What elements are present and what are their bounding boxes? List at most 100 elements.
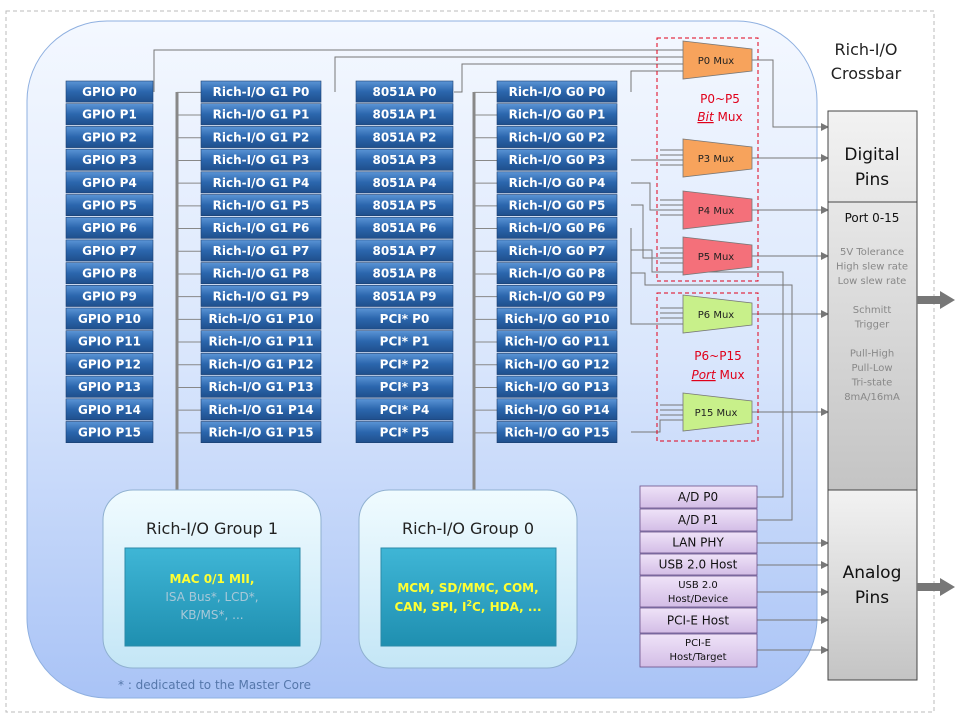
mux-label: P15 Mux	[695, 408, 738, 419]
pin-feature: Pull-Low	[851, 363, 892, 374]
g1-cell-label: Rich-I/O G1 P14	[208, 403, 313, 417]
port-mux-rest: Mux	[716, 368, 745, 382]
interface-box	[639, 633, 758, 668]
digital-pins-title-1: Digital	[844, 145, 899, 165]
g0-cell-label: Rich-I/O G0 P10	[504, 312, 609, 326]
mux-label: P6 Mux	[698, 310, 735, 321]
gpio-cell-label: GPIO P3	[82, 153, 137, 167]
a8051-cell-label: 8051A P6	[372, 221, 436, 235]
a8051-cell-label: 8051A P5	[372, 199, 436, 213]
g1-cell-box	[200, 375, 322, 398]
g0-cell-box	[496, 148, 618, 171]
footnote: * : dedicated to the Master Core	[118, 678, 311, 692]
group1-line2: ISA Bus*, LCD*,	[165, 590, 258, 604]
g0-cell-label: Rich-I/O G0 P3	[509, 153, 606, 167]
group1-line1: MAC 0/1 MII,	[170, 572, 255, 586]
pin-feature: Low slew rate	[838, 276, 907, 287]
group0-line2-a: CAN, SPI, I	[394, 600, 466, 614]
gpio-cell-label: GPIO P12	[78, 357, 141, 371]
g1-cell-label: Rich-I/O G1 P0	[213, 85, 310, 99]
bit-mux-label: Bit Mux	[697, 110, 742, 124]
mux-shape	[682, 40, 753, 80]
gpio-cell-box	[65, 307, 154, 330]
interface-label: PCI-E Host	[667, 614, 729, 628]
g0-cell-box	[496, 194, 618, 217]
gpio-cell-box	[65, 262, 154, 285]
analog-pins-title-1: Analog	[843, 563, 902, 583]
a8051-cell-box	[355, 148, 454, 171]
mux-label: P5 Mux	[698, 252, 735, 263]
g0-cell-box	[496, 330, 618, 353]
gpio-cell-label: GPIO P6	[82, 221, 137, 235]
g1-cell-box	[200, 307, 322, 330]
interface-label: PCI-E	[685, 638, 711, 649]
g1-cell-box	[200, 148, 322, 171]
gpio-cell-label: GPIO P15	[78, 426, 141, 440]
g1-cell-label: Rich-I/O G1 P9	[213, 289, 310, 303]
group0-line2-sup: 2	[466, 599, 472, 608]
g0-cell-box	[496, 421, 618, 444]
a8051-cell-label: PCI* P5	[380, 426, 430, 440]
outer-frame	[5, 10, 935, 713]
a8051-cell-label: PCI* P2	[380, 357, 430, 371]
gpio-cell-label: GPIO P5	[82, 199, 137, 213]
pin-feature: 5V Tolerance	[840, 247, 904, 258]
gpio-cell-box	[65, 148, 154, 171]
group0-inner	[380, 547, 557, 647]
mux-label: P3 Mux	[698, 154, 735, 165]
gpio-cell-box	[65, 194, 154, 217]
g1-cell-label: Rich-I/O G1 P10	[208, 312, 313, 326]
gpio-cell-box	[65, 421, 154, 444]
a8051-cell-label: 8051A P8	[372, 267, 436, 281]
g0-cell-box	[496, 126, 618, 148]
interface-box	[639, 508, 758, 532]
a8051-cell-label: PCI* P1	[380, 335, 430, 349]
gpio-cell-box	[65, 216, 154, 239]
g1-cell-label: Rich-I/O G1 P5	[213, 199, 310, 213]
g1-cell-box	[200, 330, 322, 353]
g1-cell-box	[200, 126, 322, 148]
g1-cell-box	[200, 103, 322, 126]
pin-feature: 8mA/16mA	[844, 392, 900, 403]
g0-cell-box	[496, 375, 618, 398]
g0-cell-box	[496, 262, 618, 285]
g0-cell-label: Rich-I/O G0 P5	[509, 199, 606, 213]
bit-mux-em: Bit	[697, 110, 715, 124]
port-mux-region	[656, 292, 759, 442]
a8051-cell-box	[355, 375, 454, 398]
g0-cell-box	[496, 239, 618, 262]
a8051-cell-box	[355, 194, 454, 217]
interface-label: Host/Target	[669, 652, 726, 663]
pin-feature: Pull-High	[850, 349, 894, 360]
gpio-cell-box	[65, 171, 154, 194]
mux-shape	[682, 138, 753, 178]
port-mux-em: Port	[691, 368, 717, 382]
gpio-cell-label: GPIO P14	[78, 403, 141, 417]
g1-cell-label: Rich-I/O G1 P15	[208, 426, 313, 440]
g0-cell-box	[496, 353, 618, 375]
g1-cell-label: Rich-I/O G1 P11	[208, 335, 313, 349]
g0-cell-label: Rich-I/O G0 P8	[509, 267, 606, 281]
pin-feature: Tri-state	[851, 378, 892, 389]
port-mux-label: Port Mux	[691, 368, 744, 382]
g0-cell-box	[496, 171, 618, 194]
g0-cell-label: Rich-I/O G0 P2	[509, 130, 606, 144]
interface-label: Host/Device	[668, 594, 728, 605]
g1-cell-label: Rich-I/O G1 P13	[208, 380, 313, 394]
g1-cell-label: Rich-I/O G1 P2	[213, 130, 310, 144]
gpio-cell-label: GPIO P0	[82, 85, 137, 99]
g1-cell-label: Rich-I/O G1 P6	[213, 221, 310, 235]
g1-cell-label: Rich-I/O G1 P8	[213, 267, 310, 281]
digital-pins-box	[827, 110, 918, 491]
bit-mux-region	[656, 37, 759, 282]
g1-cell-label: Rich-I/O G1 P1	[213, 108, 310, 122]
group0-line2: CAN, SPI, I2C, HDA, ...	[394, 599, 541, 614]
gpio-cell-box	[65, 398, 154, 421]
a8051-cell-box	[355, 284, 454, 307]
a8051-cell-box	[355, 126, 454, 148]
g0-cell-label: Rich-I/O G0 P1	[509, 108, 606, 122]
group0-line2-b: C, HDA, ...	[472, 600, 541, 614]
